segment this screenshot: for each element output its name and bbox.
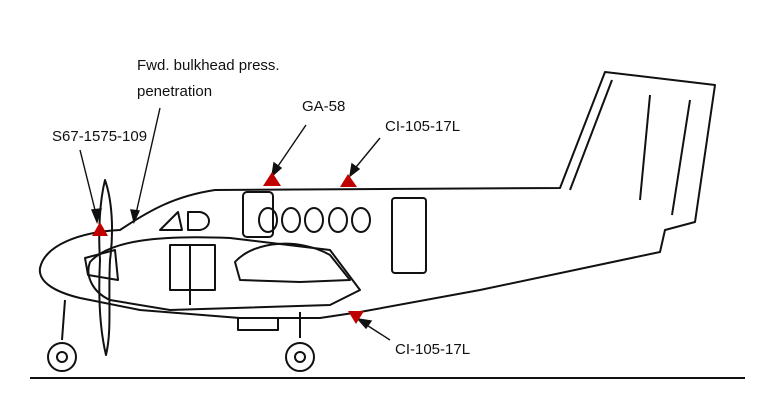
cabin-door [391,197,427,274]
arrowhead [349,162,361,178]
propeller-blade [98,179,114,356]
nose-wheel-hub [56,351,68,363]
label-ci105-bottom: CI-105-17L [395,341,471,358]
engine-nacelle [87,236,361,311]
arrowhead [356,318,373,330]
main-wheel-hub [294,351,306,363]
marker-ci105-top [340,174,357,187]
gear-door [237,317,279,331]
label-fwd-bulkhead: Fwd. bulkhead press. penetration [137,56,280,101]
label-ci105-top: CI-105-17L [385,118,461,135]
cabin-window [281,207,301,233]
cabin-window [328,207,348,233]
label-fwd-bulkhead-line2: penetration [137,83,213,100]
cabin-entry-outline [242,191,274,238]
label-fwd-bulkhead-line1: Fwd. bulkhead press. [137,57,280,74]
marker-ga58 [263,172,281,186]
arrowhead [271,161,283,178]
nose-gear-strut [61,299,66,341]
fuselage-outline [38,71,716,319]
label-propeller-part: S67-1575-109 [52,128,148,145]
cockpit-window-2 [187,211,210,231]
cabin-window [351,207,371,233]
cockpit-window [159,211,183,231]
spinner [84,249,119,281]
marker-propeller [92,222,108,236]
leader-propeller [79,149,98,219]
leader-bulkhead [134,107,161,219]
main-wheel [285,342,315,372]
nacelle-panel [169,244,216,291]
arrowhead [90,208,102,225]
label-ga58: GA-58 [302,98,346,115]
leader-ci105-top [351,137,381,173]
nose-wheel [47,342,77,372]
leader-ga58 [273,124,307,173]
arrowhead [130,209,141,225]
wing-root [234,242,351,283]
cabin-window [258,207,278,233]
marker-ci105-bottom [348,311,364,324]
vertical-tail [569,79,691,216]
cabin-window [304,207,324,233]
